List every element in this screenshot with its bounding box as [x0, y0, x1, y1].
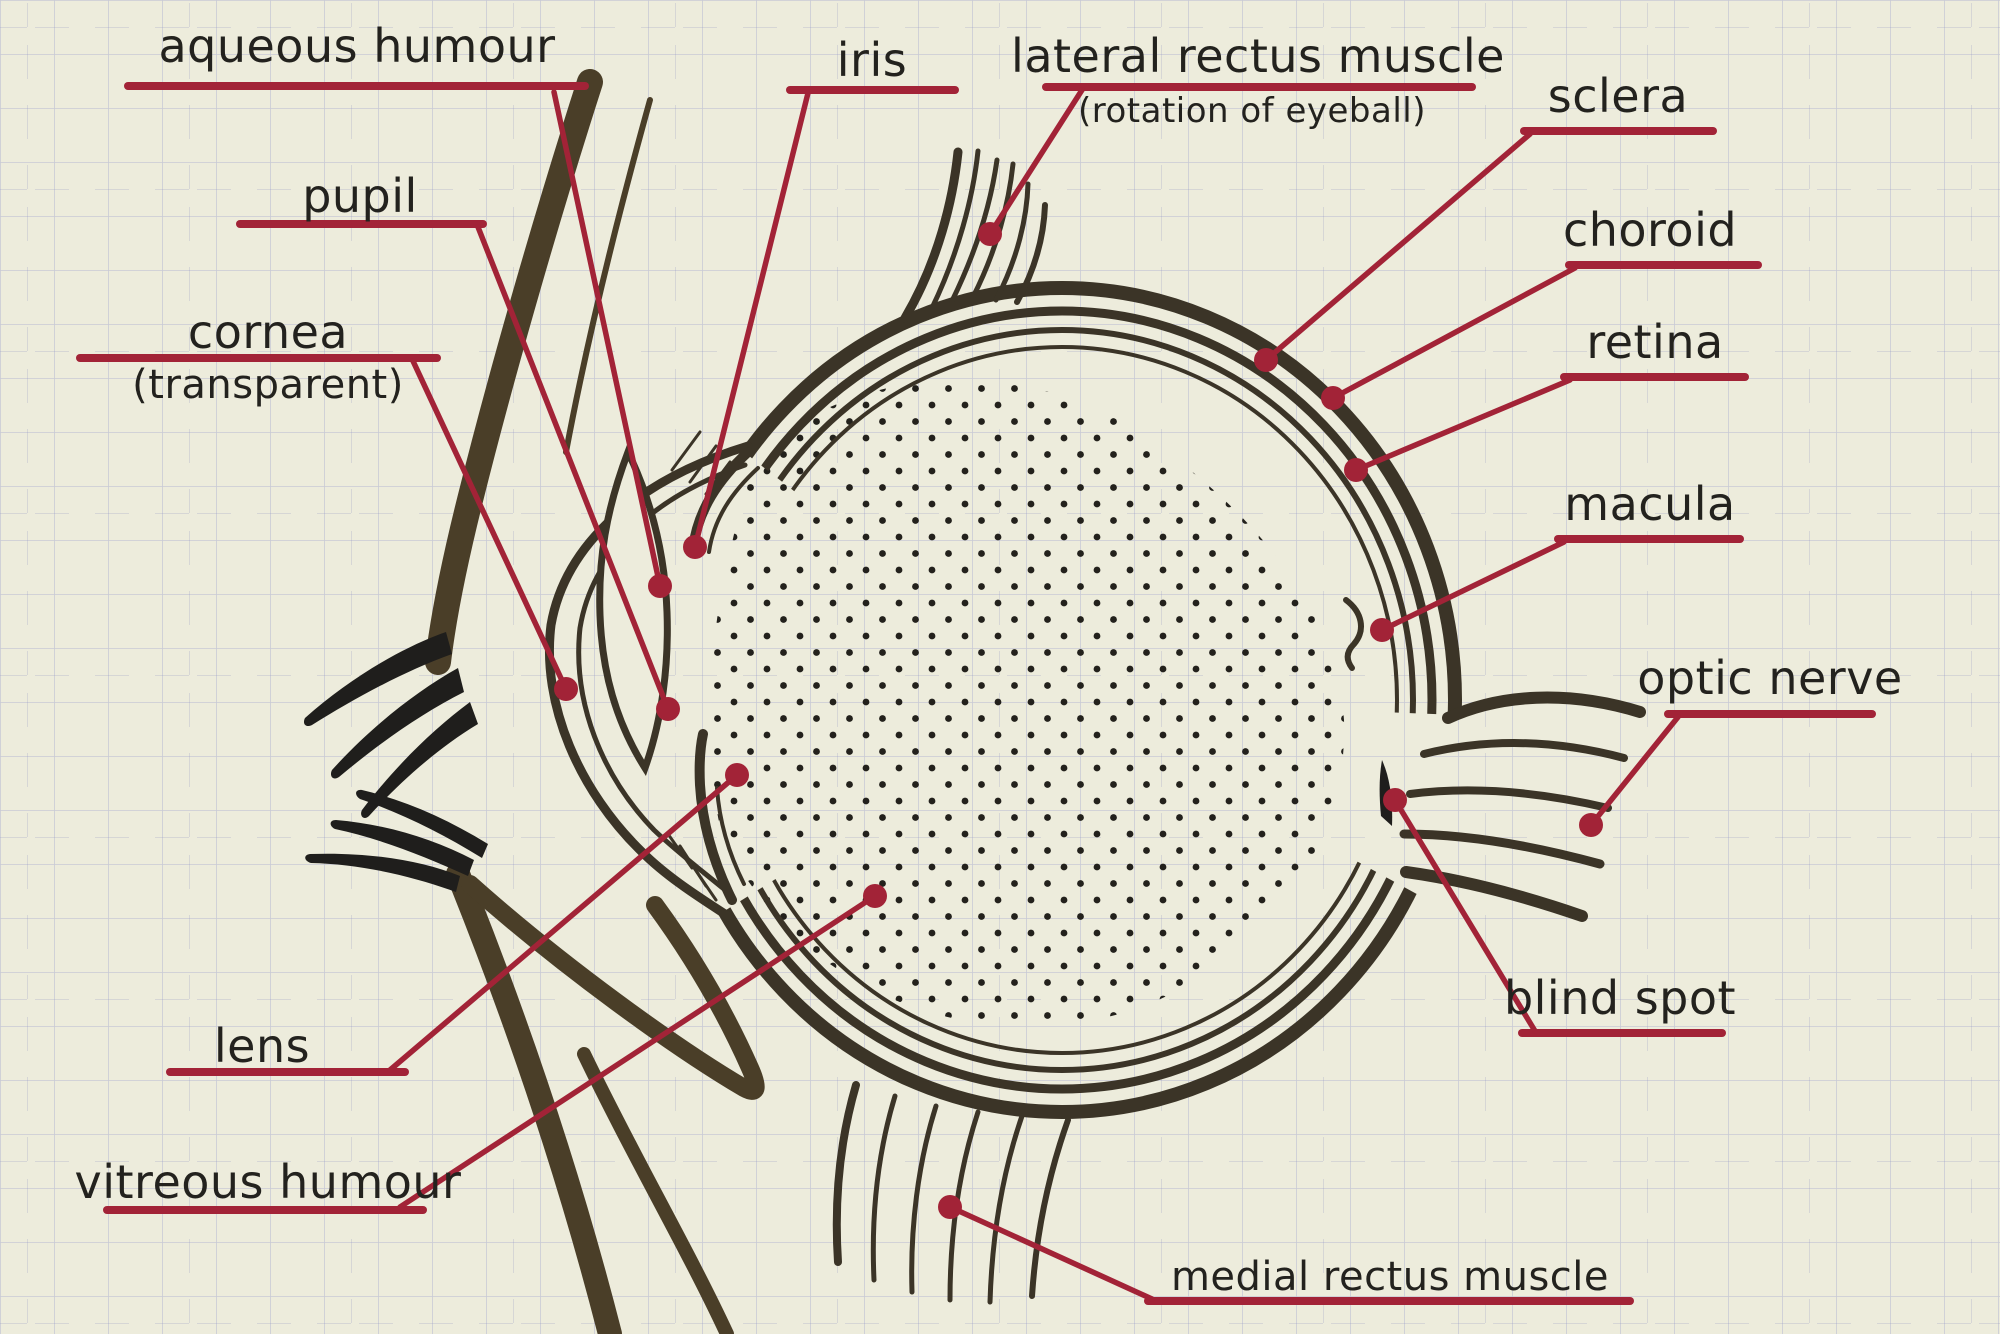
- leader-line: [1263, 131, 1533, 363]
- lower-eyelid: [446, 862, 622, 1334]
- label-text: aqueous humour: [158, 19, 555, 73]
- upper-eyelashes: [303, 632, 478, 819]
- retina-ring: [708, 327, 1416, 1073]
- label-text: blind spot: [1504, 971, 1736, 1025]
- lateral-rectus-muscle-fan: [900, 147, 1048, 323]
- label-text: lateral rectus muscle: [1011, 29, 1505, 83]
- label-optic-nerve: optic nerve: [1579, 651, 1902, 837]
- leader-line: [551, 89, 663, 589]
- lash-icon: [305, 853, 460, 892]
- eye-illustration: [303, 69, 1646, 1334]
- pointer-dot: [863, 884, 887, 908]
- label-text: pupil: [302, 169, 418, 223]
- lash-icon: [361, 702, 478, 819]
- choroid-ring: [687, 306, 1437, 1094]
- label-text: retina: [1586, 315, 1723, 369]
- pointer-dot: [683, 535, 707, 559]
- iris-lower-edge: [715, 786, 746, 886]
- pointer-dot: [1383, 788, 1407, 812]
- optic-nerve-bundle: [1399, 691, 1646, 922]
- iris-lower-flap: [694, 729, 737, 905]
- leader-line: [1588, 714, 1681, 828]
- pointer-dot: [656, 697, 680, 721]
- label-iris: iris: [683, 33, 959, 559]
- label-text: medial rectus muscle: [1171, 1254, 1609, 1300]
- label-pupil: pupil: [236, 169, 680, 721]
- label-text: lens: [214, 1019, 310, 1073]
- lash-icon: [330, 820, 474, 876]
- lower-eyelashes: [305, 789, 488, 892]
- label-lens: lens: [166, 763, 749, 1076]
- leader-line: [1392, 797, 1538, 1034]
- pointer-dot: [1321, 386, 1345, 410]
- macula-notch: [1343, 597, 1364, 671]
- leader-line: [1379, 539, 1567, 633]
- leader-line: [397, 893, 878, 1210]
- label-lateral-rectus-muscle: lateral rectus muscle (rotation of eyeba…: [978, 29, 1505, 246]
- pointer-dot: [554, 677, 578, 701]
- pointer-dot: [648, 574, 672, 598]
- lash-icon: [303, 632, 452, 727]
- vitreous-dotted-region: [710, 379, 1345, 1027]
- label-vitreous-humour: vitreous humour: [75, 884, 887, 1214]
- pointer-dot: [1579, 813, 1603, 837]
- label-text: choroid: [1563, 203, 1737, 257]
- leader-line: [410, 358, 569, 692]
- lash-icon: [356, 789, 488, 858]
- leader-line: [1353, 377, 1573, 473]
- pointer-dot: [1254, 348, 1278, 372]
- label-subtext: (transparent): [132, 362, 404, 408]
- pointer-dot: [978, 222, 1002, 246]
- leader-line: [1330, 265, 1578, 401]
- label-cornea: cornea (transparent): [76, 305, 578, 701]
- inner-ring: [725, 345, 1399, 1055]
- leader-line: [475, 224, 671, 712]
- pointer-dot: [1370, 618, 1394, 642]
- pointer-dot: [725, 763, 749, 787]
- label-text: sclera: [1548, 69, 1688, 123]
- lower-eyelid-crease: [577, 1047, 734, 1334]
- label-text: optic nerve: [1637, 651, 1902, 705]
- leader-line: [947, 1204, 1155, 1302]
- label-choroid: choroid: [1321, 203, 1762, 410]
- label-text: macula: [1564, 477, 1735, 531]
- leader-line: [987, 87, 1085, 237]
- pointer-dot: [1344, 458, 1368, 482]
- lash-icon: [330, 668, 464, 779]
- label-text: iris: [837, 33, 907, 87]
- label-medial-rectus-muscle: medial rectus muscle: [938, 1195, 1634, 1305]
- label-text: vitreous humour: [75, 1155, 462, 1209]
- label-sclera: sclera: [1254, 69, 1717, 372]
- pointer-dot: [938, 1195, 962, 1219]
- label-text: cornea: [188, 305, 348, 359]
- upper-eyelid-fold: [563, 97, 653, 455]
- lower-eyelid-margin: [461, 875, 765, 1100]
- upper-eyelid: [425, 69, 603, 675]
- label-retina: retina: [1344, 315, 1749, 482]
- label-subtext: (rotation of eyeball): [1078, 91, 1426, 131]
- medial-rectus-muscle-fan: [832, 1081, 1071, 1305]
- leader-line: [692, 90, 811, 550]
- iris-upper-edge: [707, 466, 760, 554]
- label-blind-spot: blind spot: [1383, 788, 1736, 1037]
- label-aqueous-humour: aqueous humour: [124, 19, 672, 598]
- leader-line: [387, 772, 740, 1073]
- ciliary-spokes: [666, 430, 732, 902]
- label-macula: macula: [1370, 477, 1744, 642]
